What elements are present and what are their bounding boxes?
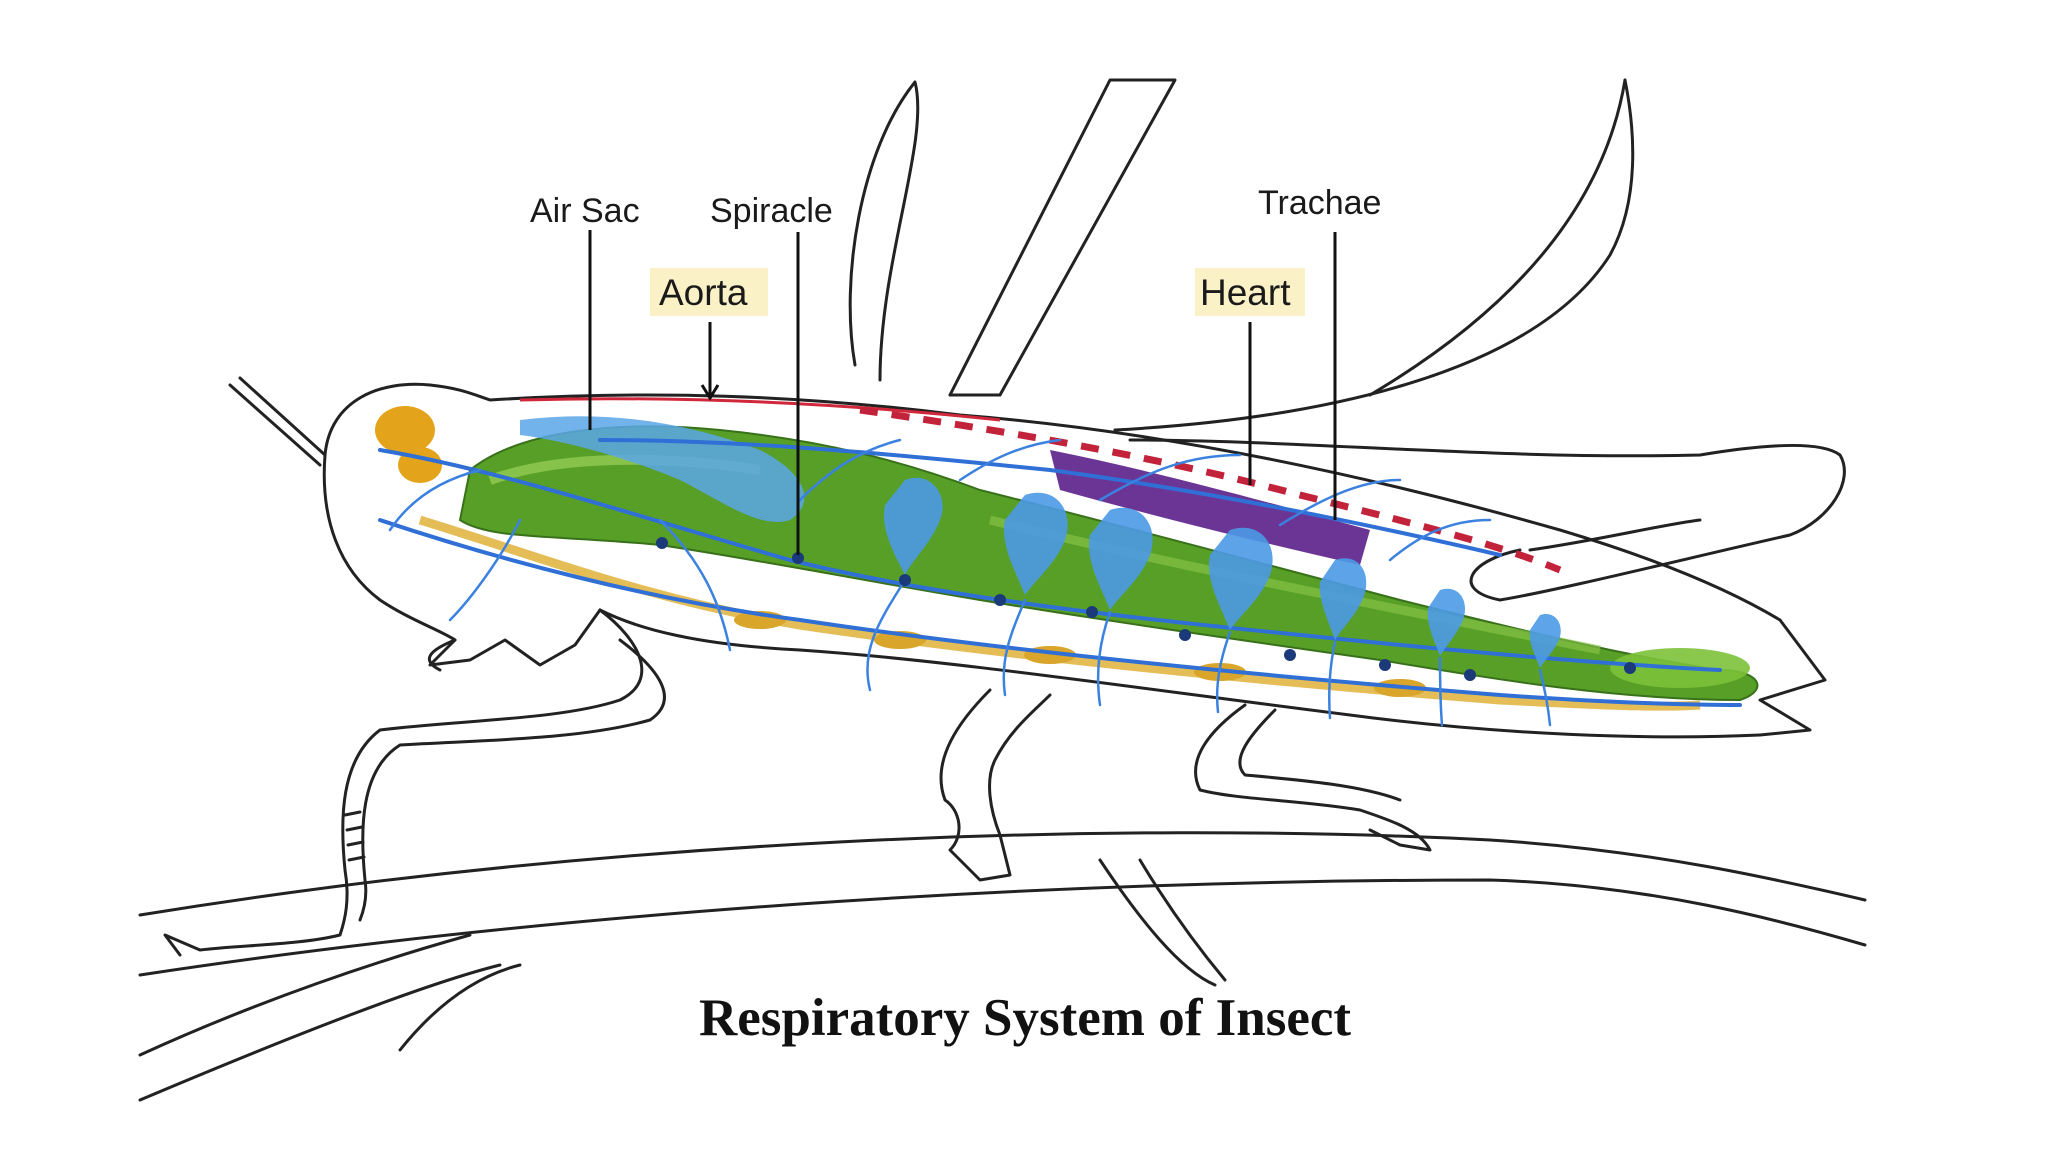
branch	[140, 833, 1865, 1100]
label-aorta: Aorta	[659, 272, 748, 313]
label-heart: Heart	[1200, 272, 1291, 313]
label-air-sac: Air Sac	[530, 192, 640, 230]
label-trachae: Trachae	[1258, 184, 1381, 222]
diagram-title: Respiratory System of Insect	[699, 989, 1351, 1047]
wings	[850, 80, 1633, 430]
label-spiracle: Spiracle	[710, 192, 833, 230]
brain	[375, 406, 442, 483]
